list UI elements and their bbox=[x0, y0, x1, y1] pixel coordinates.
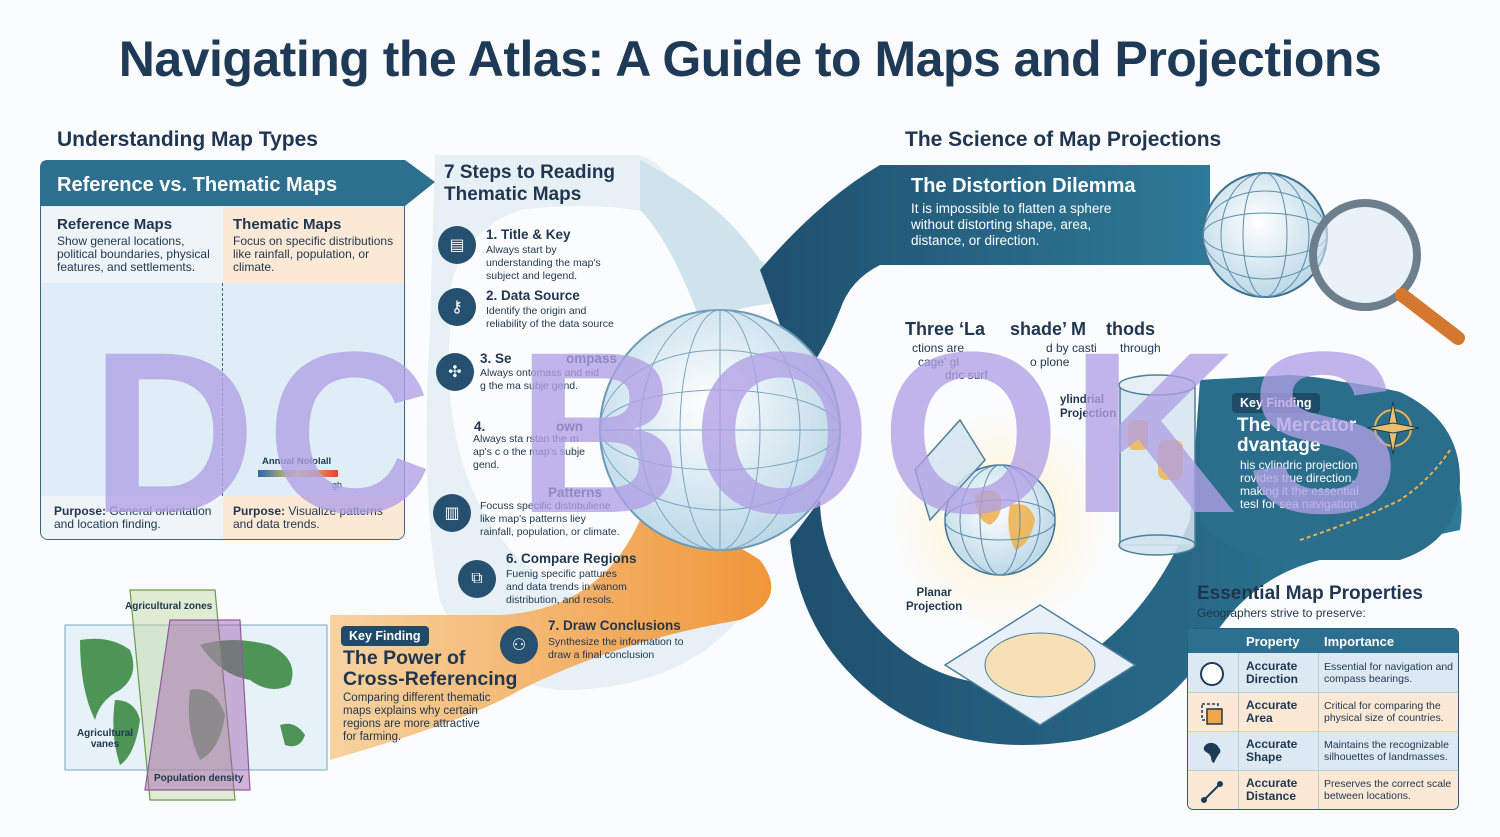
methods-line2-mid: o plone bbox=[1030, 355, 1070, 369]
header-importance: Importance bbox=[1324, 634, 1395, 649]
step-4-text: Always sta rstan the m ap's c o the map'… bbox=[473, 433, 585, 471]
table-row bbox=[1188, 771, 1458, 809]
planar-label: Planar Projection bbox=[906, 587, 963, 613]
property-shape: Accurate Shape bbox=[1246, 737, 1298, 764]
step-6-text: Fuenig specific pattures and data trends… bbox=[506, 568, 627, 606]
steps-title: 7 Steps to Reading Thematic Maps bbox=[444, 162, 616, 205]
steps-ribbon bbox=[426, 155, 760, 690]
map-icon: ▤ bbox=[438, 226, 476, 264]
compass-icon: ✣ bbox=[436, 353, 474, 391]
page-title: Navigating the Atlas: A Guide to Maps an… bbox=[118, 31, 1382, 87]
reference-purpose: Purpose: General orientation and locatio… bbox=[54, 504, 212, 531]
importance-direction: Essential for navigation and compass bea… bbox=[1324, 661, 1453, 685]
distortion-globe bbox=[1202, 172, 1328, 298]
properties-title: Essential Map Properties bbox=[1197, 583, 1423, 604]
compass-rose-icon bbox=[1366, 401, 1420, 455]
agricultural-vanes-label: Agricultural vanes bbox=[76, 728, 134, 750]
step-3-heading-end: ompass bbox=[566, 351, 618, 366]
methods-line1-start: ctions are bbox=[912, 341, 965, 355]
africa-icon bbox=[1203, 742, 1221, 763]
agricultural-zones-label: Agricultural zones bbox=[125, 601, 213, 612]
mercator-badge: Key Finding bbox=[1232, 393, 1320, 413]
cross-ref-text: Comparing different thematic maps explai… bbox=[343, 692, 491, 743]
mercator-text: his cylindric projection rovides true di… bbox=[1240, 458, 1361, 511]
card-header-ribbon bbox=[40, 160, 435, 206]
magnifier-icon bbox=[1309, 199, 1421, 311]
methods-line2-start: cage' gl bbox=[918, 355, 959, 369]
properties-table: Property Importance Accurate Direction E… bbox=[1187, 628, 1459, 810]
distance-icon bbox=[1201, 781, 1223, 803]
key-icon: ⚷ bbox=[438, 288, 476, 326]
step-1-text: Always start by understanding the map's … bbox=[486, 244, 601, 282]
table-header bbox=[1188, 629, 1458, 653]
table-row bbox=[1188, 732, 1458, 771]
watermark: DC BOOKS bbox=[90, 304, 1410, 561]
projections-title: The Science of Map Projections bbox=[905, 128, 1222, 151]
table-row bbox=[1188, 693, 1458, 732]
step-7-text: Synthesize the information to draw a fin… bbox=[548, 636, 684, 661]
importance-distance: Preserves the correct scale between loca… bbox=[1324, 778, 1452, 802]
thematic-panel bbox=[223, 207, 404, 283]
properties-subtitle: Geographers strive to preserve: bbox=[1197, 606, 1366, 620]
card-divider bbox=[222, 283, 223, 496]
methods-line3: dric surf bbox=[945, 368, 988, 382]
step-3-text: Always ontomass and eid g the ma subje g… bbox=[480, 367, 600, 392]
property-area: Accurate Area bbox=[1246, 698, 1298, 725]
property-distance: Accurate Distance bbox=[1246, 776, 1298, 803]
reference-panel bbox=[41, 207, 223, 283]
table-divider bbox=[1318, 653, 1319, 809]
step-2-text: Identify the origin and reliability of t… bbox=[486, 305, 614, 330]
methods-title-end: thods bbox=[1106, 319, 1155, 339]
table-divider bbox=[1238, 653, 1239, 809]
cylindrical-label: ylindrial Projection bbox=[1060, 394, 1117, 420]
thematic-maps-heading: Thematic Maps bbox=[233, 216, 342, 233]
step-3-heading: 3. Se bbox=[480, 351, 512, 366]
map-types-title: Understanding Map Types bbox=[57, 128, 318, 151]
table-row bbox=[1188, 653, 1458, 693]
step-6-heading: 6. Compare Regions bbox=[506, 551, 637, 566]
thematic-maps-text: Focus on specific distributions like rai… bbox=[233, 234, 394, 274]
methods-line1-mid: d by casti bbox=[1046, 341, 1097, 355]
step-1-heading: 1. Title & Key bbox=[486, 227, 571, 242]
step-5-heading: Patterns bbox=[548, 485, 603, 500]
reference-maps-heading: Reference Maps bbox=[57, 216, 173, 233]
step-5-text: Focuss specific distribuliene like map's… bbox=[480, 500, 620, 538]
thematic-purpose-panel bbox=[223, 496, 404, 539]
population-density-label: Population density bbox=[154, 773, 244, 784]
step-2-heading: 2. Data Source bbox=[486, 288, 580, 303]
mercator-title: The Mercator dvantage bbox=[1237, 415, 1357, 456]
people-icon: ⚇ bbox=[500, 626, 538, 664]
property-direction: Accurate Direction bbox=[1246, 659, 1299, 686]
compass-icon bbox=[1200, 662, 1224, 686]
area-icon bbox=[1201, 703, 1223, 725]
compare-icon: ⧉ bbox=[458, 560, 496, 598]
legend-bar bbox=[258, 470, 338, 477]
cross-ref-badge: Key Finding bbox=[341, 626, 429, 646]
distortion-ribbon bbox=[760, 165, 1210, 380]
distortion-title: The Distortion Dilemma bbox=[911, 175, 1136, 197]
methods-line1-end: through bbox=[1120, 341, 1161, 355]
step-7-heading: 7. Draw Conclusions bbox=[548, 618, 681, 633]
cross-ref-title: The Power of Cross-Referencing bbox=[343, 647, 518, 690]
card-title: Reference vs. Thematic Maps bbox=[57, 174, 338, 196]
thematic-purpose: Purpose: Visualize patterns and data tre… bbox=[233, 504, 383, 531]
chart-icon: ▥ bbox=[433, 494, 471, 532]
reference-purpose-panel bbox=[41, 496, 223, 539]
reference-maps-text: Show general locations, political bounda… bbox=[57, 234, 210, 274]
distortion-text: It is impossible to flatten a sphere wit… bbox=[911, 201, 1112, 248]
importance-area: Critical for comparing the physical size… bbox=[1324, 700, 1444, 724]
cross-ref-ribbon bbox=[330, 520, 772, 760]
legend-title: Annual Noiolall bbox=[262, 456, 332, 467]
step-4-heading: 4. bbox=[474, 419, 486, 434]
importance-shape: Maintains the recognizable silhouettes o… bbox=[1324, 739, 1449, 763]
header-property: Property bbox=[1246, 634, 1300, 649]
legend-end: gh bbox=[332, 480, 343, 490]
methods-title-mid: shade’ M bbox=[1010, 319, 1087, 339]
methods-title-start: Three ‘La bbox=[905, 319, 986, 339]
reference-thematic-card bbox=[40, 160, 405, 540]
step-4-heading-end: own bbox=[556, 419, 583, 434]
conic-projection bbox=[914, 418, 986, 522]
